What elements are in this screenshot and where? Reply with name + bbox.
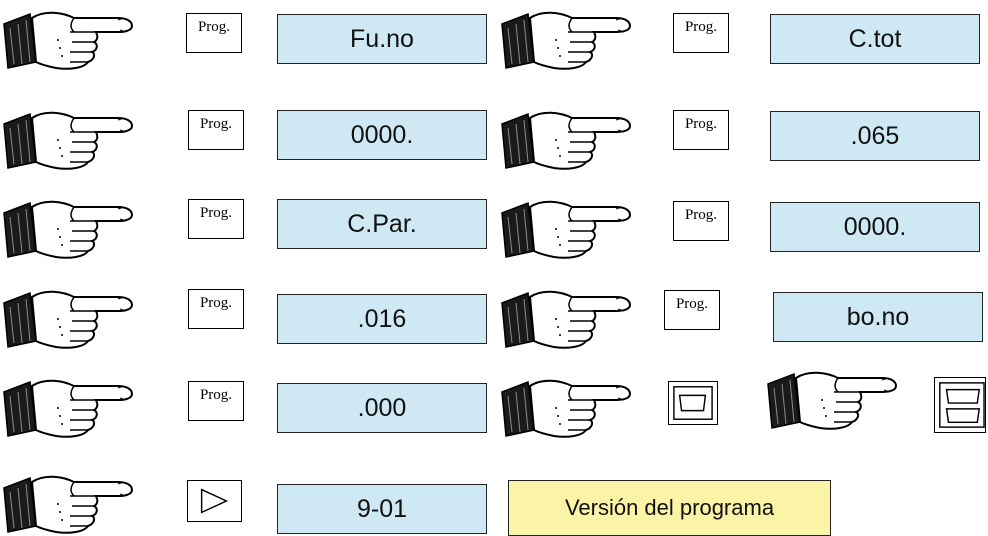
prog-key[interactable]: Prog. bbox=[188, 199, 244, 239]
prog-key[interactable]: Prog. bbox=[673, 201, 729, 241]
pointing-hand-icon bbox=[0, 8, 140, 72]
prog-key[interactable]: Prog. bbox=[188, 110, 244, 150]
pointing-hand-icon bbox=[764, 368, 904, 432]
pointing-hand-icon bbox=[498, 197, 638, 261]
lcd-display: C.tot bbox=[770, 14, 980, 64]
lcd-display: bo.no bbox=[773, 292, 983, 342]
lcd-display: 9-01 bbox=[277, 484, 487, 534]
square-key-icon[interactable] bbox=[668, 381, 718, 425]
lcd-display: .000 bbox=[277, 383, 487, 433]
prog-key[interactable]: Prog. bbox=[664, 290, 720, 330]
version-note: Versión del programa bbox=[508, 480, 831, 536]
lcd-display: .065 bbox=[770, 111, 980, 161]
prog-key[interactable]: Prog. bbox=[188, 289, 244, 329]
lcd-display: Fu.no bbox=[277, 14, 487, 64]
pointing-hand-icon bbox=[498, 376, 638, 440]
pointing-hand-icon bbox=[0, 472, 140, 536]
prog-key[interactable]: Prog. bbox=[673, 110, 729, 150]
pointing-hand-icon bbox=[498, 8, 638, 72]
pointing-hand-icon bbox=[498, 287, 638, 351]
lcd-display: 0000. bbox=[770, 202, 980, 252]
prog-key[interactable]: Prog. bbox=[188, 381, 244, 421]
lcd-display: .016 bbox=[277, 294, 487, 344]
prog-key[interactable]: Prog. bbox=[186, 13, 242, 53]
pointing-hand-icon bbox=[498, 108, 638, 172]
lcd-display: 0000. bbox=[277, 110, 487, 160]
prog-key[interactable]: Prog. bbox=[673, 13, 729, 53]
pointing-hand-icon bbox=[0, 376, 140, 440]
double-square-key-icon[interactable] bbox=[934, 377, 986, 433]
play-triangle-icon[interactable] bbox=[187, 480, 242, 522]
pointing-hand-icon bbox=[0, 197, 140, 261]
lcd-display: C.Par. bbox=[277, 199, 487, 249]
pointing-hand-icon bbox=[0, 108, 140, 172]
pointing-hand-icon bbox=[0, 287, 140, 351]
